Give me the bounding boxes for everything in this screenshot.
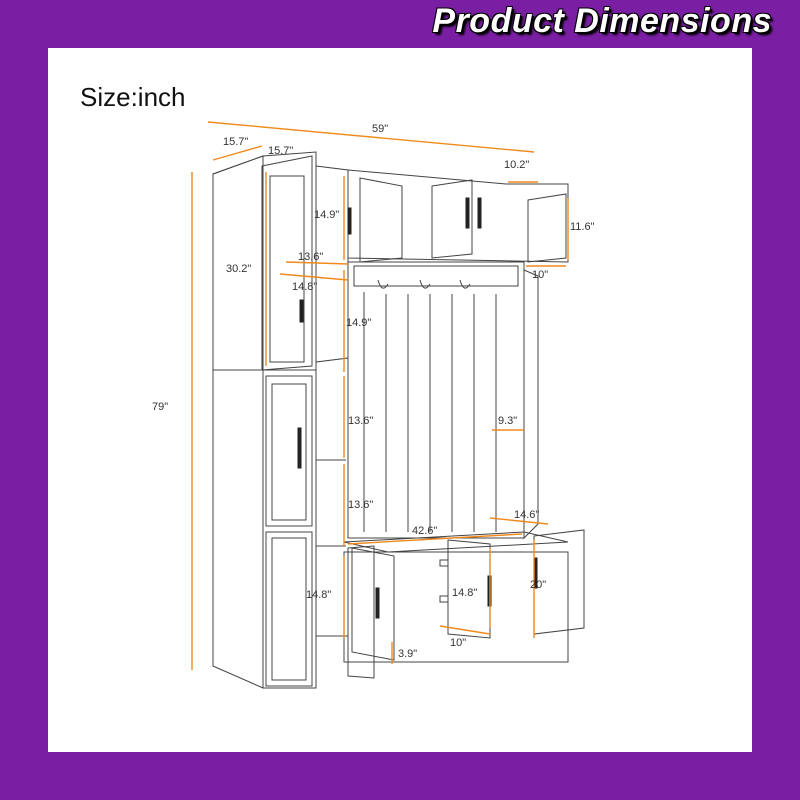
dimension-layer: 59" 15.7" 15.7" 10.2" 14.9" 11.6" 10" 30… xyxy=(152,121,595,670)
dim-upper-door-width: 10" xyxy=(532,269,548,281)
dim-bench-width: 42.6" xyxy=(412,525,437,537)
upper-door-2 xyxy=(431,179,473,259)
dim-total-width: 59" xyxy=(372,123,388,135)
dim-drawer-height: 14.8" xyxy=(452,587,477,599)
dim-mid-shelf-b: 13.6" xyxy=(348,499,373,511)
bench-door-1 xyxy=(351,547,395,661)
dim-upper-shelf-height: 14.9" xyxy=(346,317,371,329)
dim-tall-door-height: 30.2" xyxy=(226,263,251,275)
left-mid-door xyxy=(265,375,313,527)
dim-side-depth-b: 15.7" xyxy=(268,145,293,157)
hinge-a xyxy=(439,559,449,603)
dim-hanger-width: 9.3" xyxy=(498,415,517,427)
hook-rail xyxy=(353,265,519,287)
dim-top-right-depth: 10.2" xyxy=(504,159,529,171)
unit-label: Size:inch xyxy=(80,82,186,112)
dim-total-height: 79" xyxy=(152,401,168,413)
banner-title: Product Dimensions xyxy=(432,2,772,40)
dim-bench-depth: 14.6" xyxy=(514,509,539,521)
left-upper-door xyxy=(261,155,313,371)
dim-leg-height: 3.9" xyxy=(398,648,417,660)
hook-1 xyxy=(377,279,389,289)
bench-door-2 xyxy=(447,539,491,639)
cabinet-drawing xyxy=(212,151,585,689)
upper-door-3 xyxy=(527,193,567,263)
hook-2 xyxy=(419,279,431,289)
cabinet-diagram: 59" 15.7" 15.7" 10.2" 14.9" 11.6" 10" 30… xyxy=(152,121,595,689)
dim-side-depth-a: 15.7" xyxy=(223,136,248,148)
left-low-door xyxy=(265,531,313,687)
upper-cabinet-body xyxy=(347,169,569,263)
dim-upper-door-height: 11.6" xyxy=(570,221,595,233)
diagram-panel: Size:inch xyxy=(48,48,752,752)
bench-top xyxy=(343,531,569,553)
dim-mid-shelf-a: 13.6" xyxy=(348,415,373,427)
dim-upper-cab-height: 14.9" xyxy=(314,209,339,221)
dim-lower-right-height: 20" xyxy=(530,579,546,591)
left-tower-front xyxy=(262,151,317,689)
hook-3 xyxy=(459,279,471,289)
dim-lower-left-height: 14.8" xyxy=(306,589,331,601)
dim-shelf-depth: 13.6" xyxy=(298,251,323,263)
upper-door-1 xyxy=(359,177,403,263)
dim-side-width: 14.8" xyxy=(292,281,317,293)
left-tower-side xyxy=(212,155,264,689)
coat-panel xyxy=(347,261,525,539)
dim-drawer-width: 10" xyxy=(450,637,466,649)
left-upper-handle xyxy=(299,299,304,323)
left-mid-handle xyxy=(297,427,302,469)
